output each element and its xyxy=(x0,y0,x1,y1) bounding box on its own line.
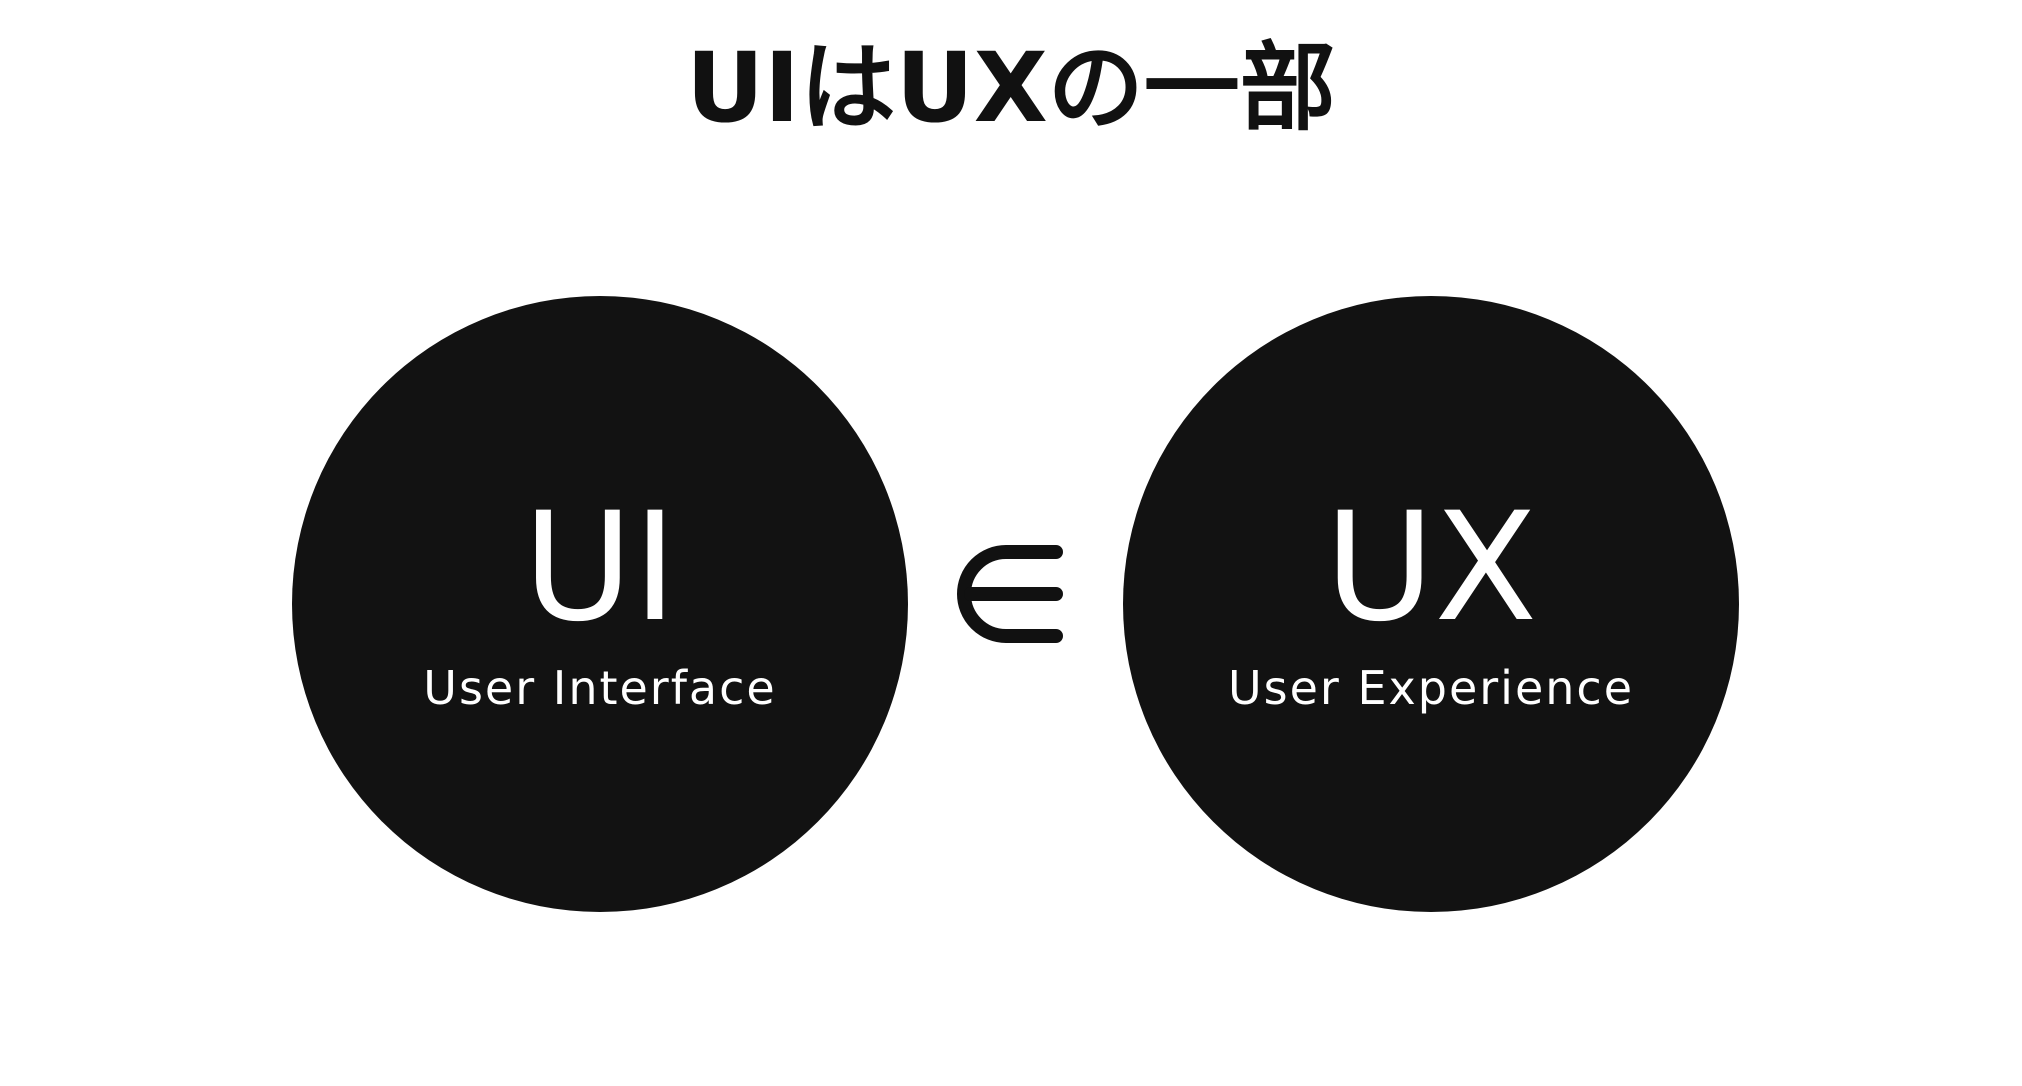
ui-circle: UI User Interface xyxy=(292,296,908,912)
ux-circle: UX User Experience xyxy=(1123,296,1739,912)
ux-full-name: User Experience xyxy=(1228,661,1634,715)
element-of-symbol: ∈ xyxy=(957,545,1063,643)
ui-full-name: User Interface xyxy=(423,661,777,715)
slide-title: UIはUXの一部 xyxy=(686,32,1336,144)
ux-abbreviation: UX xyxy=(1324,481,1538,655)
ui-abbreviation: UI xyxy=(522,481,678,655)
